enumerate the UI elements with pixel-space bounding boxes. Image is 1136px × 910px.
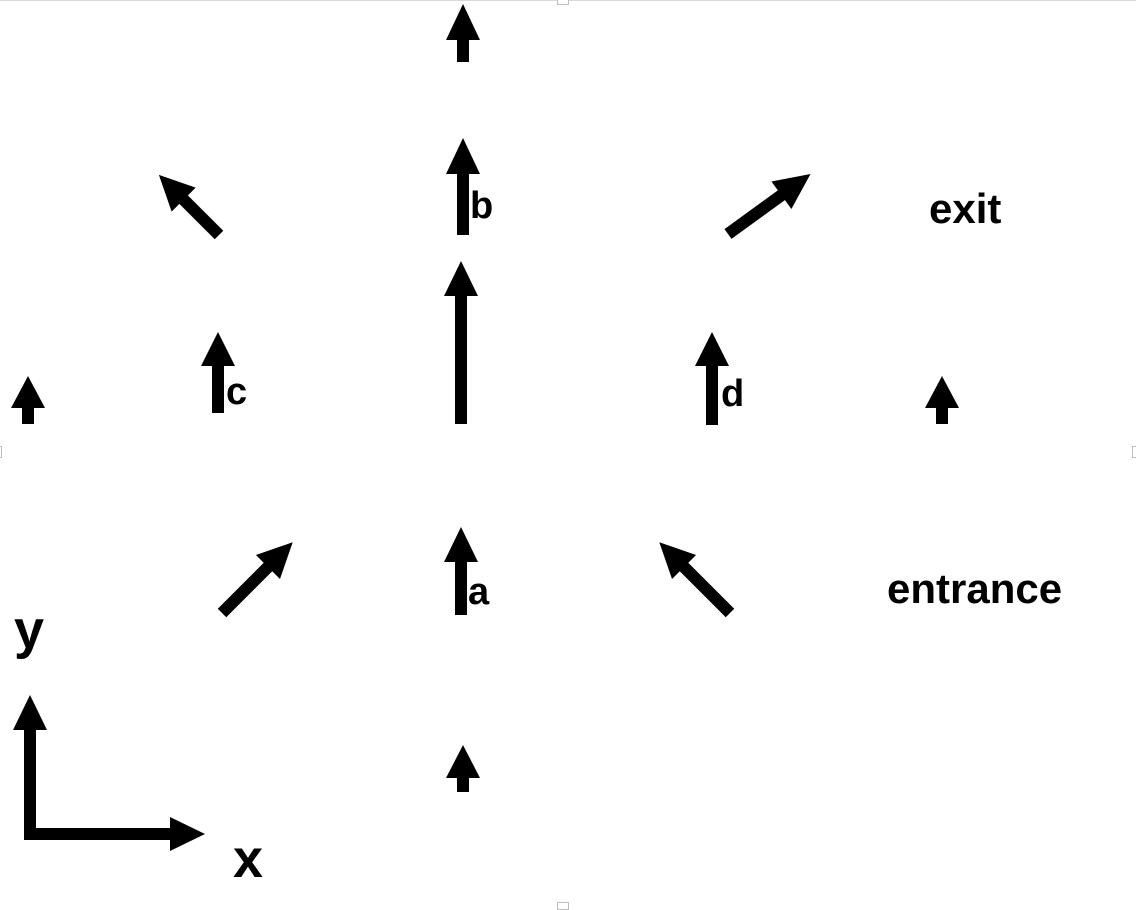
- arrow-bottom-center: [446, 745, 480, 792]
- arrow-top-center: [446, 4, 480, 62]
- axis-x-arrow: [24, 817, 205, 851]
- label-exit: exit: [929, 185, 1001, 232]
- label-entrance: entrance: [887, 565, 1062, 612]
- label-a: a: [468, 571, 490, 613]
- label-d: d: [721, 373, 744, 415]
- arrow-c: [201, 332, 235, 413]
- label-b: b: [470, 185, 493, 227]
- arrow-lower-right-diagonal: [659, 542, 735, 618]
- resize-handle-top[interactable]: [557, 0, 569, 5]
- axis-y-arrow: [13, 695, 47, 838]
- arrow-lower-left-diagonal: [217, 542, 293, 618]
- axis-y-label: y: [14, 600, 44, 660]
- label-c: c: [226, 371, 247, 413]
- arrow-a: [444, 527, 478, 615]
- arrow-far-right: [925, 376, 959, 424]
- resize-handle-left[interactable]: [0, 446, 2, 458]
- arrow-center-long: [444, 261, 478, 424]
- arrow-b: [446, 138, 480, 235]
- axis-x-label: x: [233, 829, 263, 889]
- arrow-d: [695, 332, 729, 425]
- arrow-far-left: [11, 376, 45, 424]
- arrow-upper-left-diagonal: [158, 174, 224, 240]
- arrow-upper-right-diagonal: [724, 174, 811, 239]
- resize-handle-right[interactable]: [1132, 446, 1136, 458]
